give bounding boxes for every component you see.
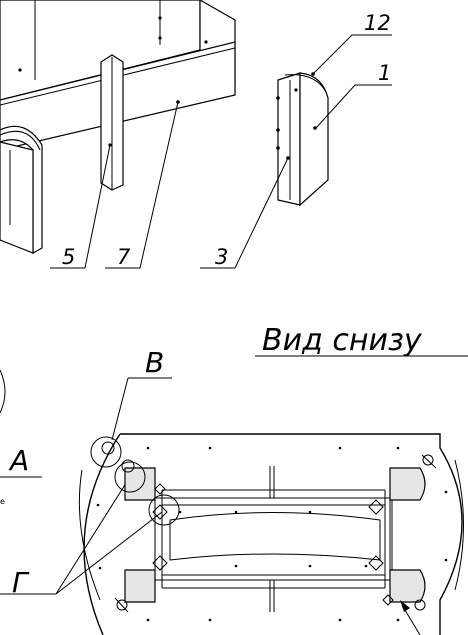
part-label-12: 12 <box>364 11 391 35</box>
callout-a: А <box>8 444 29 477</box>
detail-circle-v <box>90 436 122 468</box>
upper-assembly <box>0 0 236 255</box>
leader-lines-top <box>50 34 392 269</box>
callout-v: В <box>145 346 164 379</box>
callout-g: Г <box>12 566 30 599</box>
detail-circle-g1 <box>114 461 146 493</box>
bottom-dots <box>96 446 448 622</box>
part-label-5: 5 <box>62 245 75 269</box>
part-label-7: 7 <box>117 245 131 269</box>
underframe <box>101 441 437 613</box>
part-label-3: 3 <box>215 245 228 269</box>
detail-circle-g2 <box>148 494 180 526</box>
small-note-mark: e <box>0 497 5 506</box>
partial-circle-a <box>0 369 6 414</box>
part-label-1: 1 <box>378 61 391 85</box>
table-top-outline <box>78 433 464 635</box>
arrow-head <box>400 600 410 612</box>
corner-connector <box>276 72 329 207</box>
view-title: Вид снизу <box>262 323 423 358</box>
